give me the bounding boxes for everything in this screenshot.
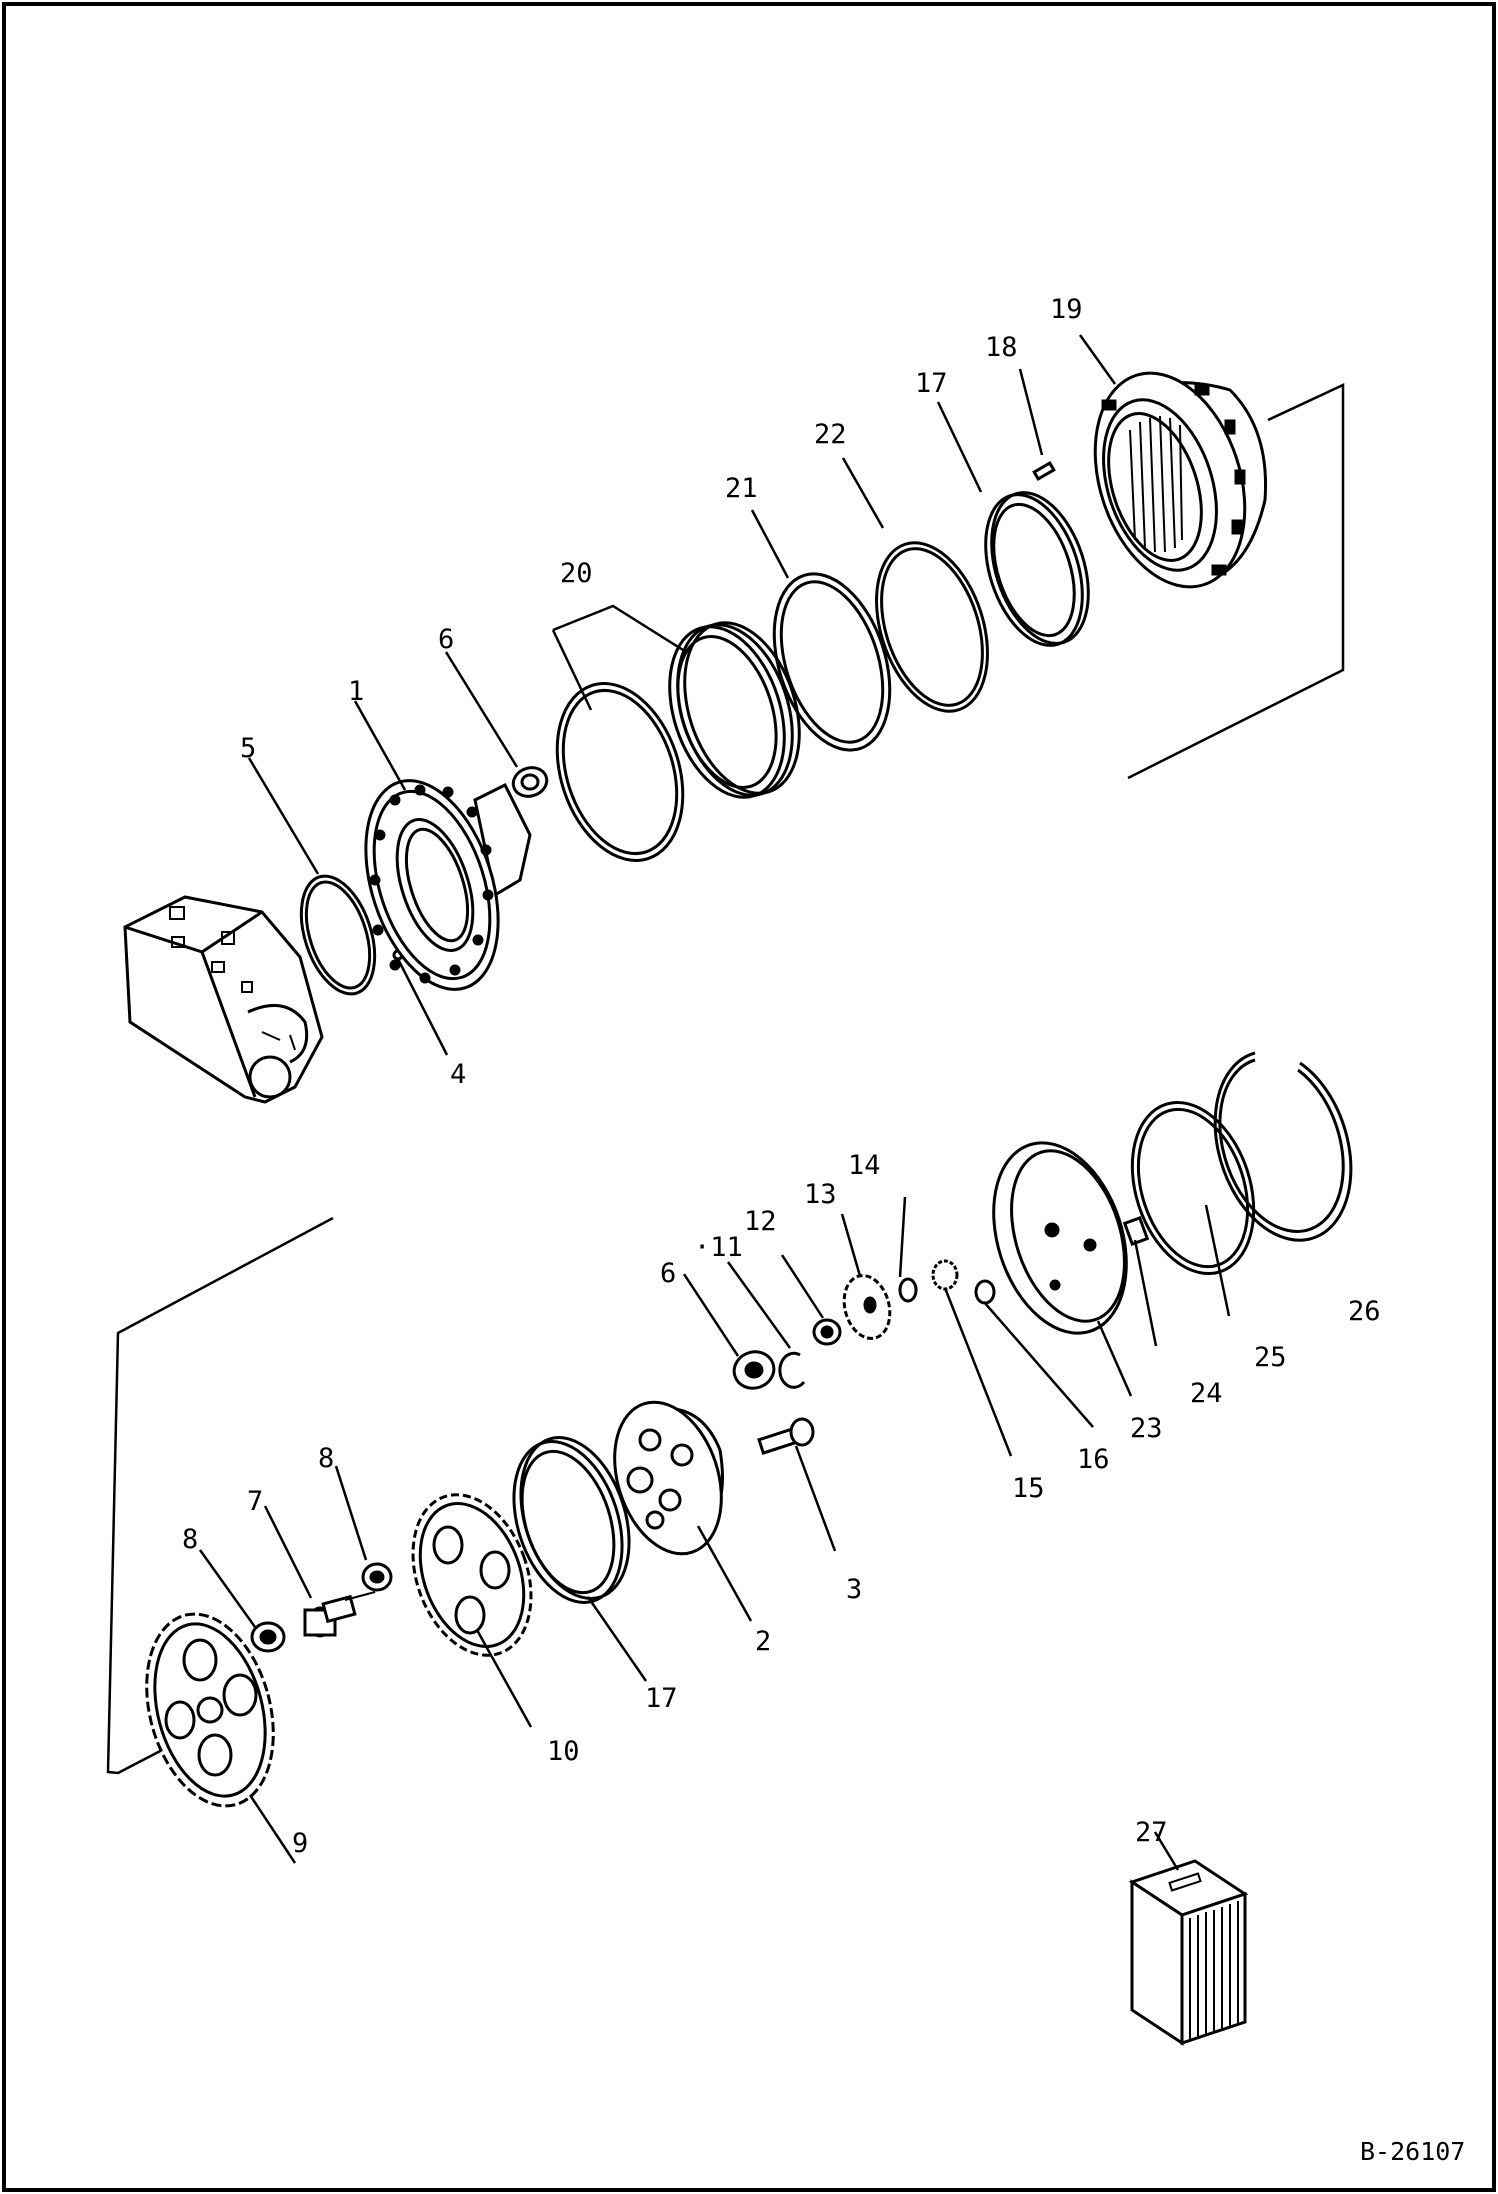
callout-10: 10	[547, 1736, 580, 1767]
callout-6-lower: 6	[660, 1258, 676, 1289]
housing-1	[364, 779, 532, 991]
callout-1: 1	[348, 676, 364, 707]
callout-6-upper: 6	[438, 624, 454, 655]
o-ring-20	[555, 682, 685, 862]
callout-8-a: 8	[182, 1524, 198, 1555]
snap-ring-26	[1213, 1051, 1353, 1242]
callout-25: 25	[1254, 1342, 1287, 1373]
sprocket-hub-19	[1093, 371, 1268, 589]
nut-15	[931, 1259, 959, 1291]
assembly-bracket-lower	[106, 1216, 334, 1775]
assembly-bracket-upper	[1127, 383, 1345, 780]
callout-12: 12	[744, 1206, 777, 1237]
drawing-reference-number: B-26107	[1360, 2137, 1465, 2166]
shaft-7	[303, 1591, 376, 1638]
bearing-6-upper	[511, 766, 549, 798]
planet-gear-10	[411, 1493, 533, 1657]
washer-14	[898, 1277, 918, 1303]
o-ring-5	[299, 874, 377, 996]
callout-11: ·11	[694, 1232, 743, 1263]
callout-24: 24	[1190, 1378, 1223, 1409]
bolt-3	[757, 1417, 815, 1455]
seal-17-upper	[984, 491, 1090, 647]
callout-20: 20	[560, 558, 593, 589]
callout-3: 3	[846, 1574, 862, 1605]
callout-27: 27	[1135, 1817, 1168, 1848]
callout-23: 23	[1130, 1413, 1163, 1444]
cover-23	[992, 1141, 1128, 1335]
callout-16: 16	[1077, 1444, 1110, 1475]
callout-9: 9	[292, 1828, 308, 1859]
sun-gear-13	[842, 1274, 892, 1340]
callout-21: 21	[725, 473, 758, 504]
o-ring-22	[875, 541, 989, 713]
plug-24	[1122, 1216, 1150, 1246]
callout-labels: 1 2 3 4 5 6 6 7 8 8 9 10 ·11 12 13 14 15…	[182, 294, 1381, 1859]
seal-kit-box-27	[1128, 1859, 1249, 2046]
callout-5: 5	[240, 733, 256, 764]
motor-block	[123, 895, 324, 1104]
callout-15: 15	[1012, 1473, 1045, 1504]
o-ring-25	[1130, 1100, 1256, 1276]
callout-17-upper: 17	[915, 368, 948, 399]
pin-18	[1032, 460, 1056, 482]
callout-13: 13	[804, 1179, 837, 1210]
ring-21	[772, 572, 892, 752]
callout-17-lower: 17	[645, 1683, 678, 1714]
carrier-gear-9	[145, 1612, 275, 1808]
callout-26: 26	[1348, 1296, 1381, 1327]
callout-22: 22	[814, 419, 847, 450]
callout-18: 18	[985, 332, 1018, 363]
snap-ring-11	[778, 1351, 806, 1389]
callout-19: 19	[1050, 294, 1083, 325]
leader-lines	[198, 334, 1231, 1871]
callout-14: 14	[848, 1150, 881, 1181]
floating-seal-20	[668, 621, 801, 799]
callout-7: 7	[247, 1486, 263, 1517]
callout-8-b: 8	[318, 1443, 334, 1474]
callout-4: 4	[450, 1059, 466, 1090]
callout-2: 2	[755, 1626, 771, 1657]
carrier-2	[613, 1400, 724, 1556]
washer-16	[974, 1279, 996, 1305]
